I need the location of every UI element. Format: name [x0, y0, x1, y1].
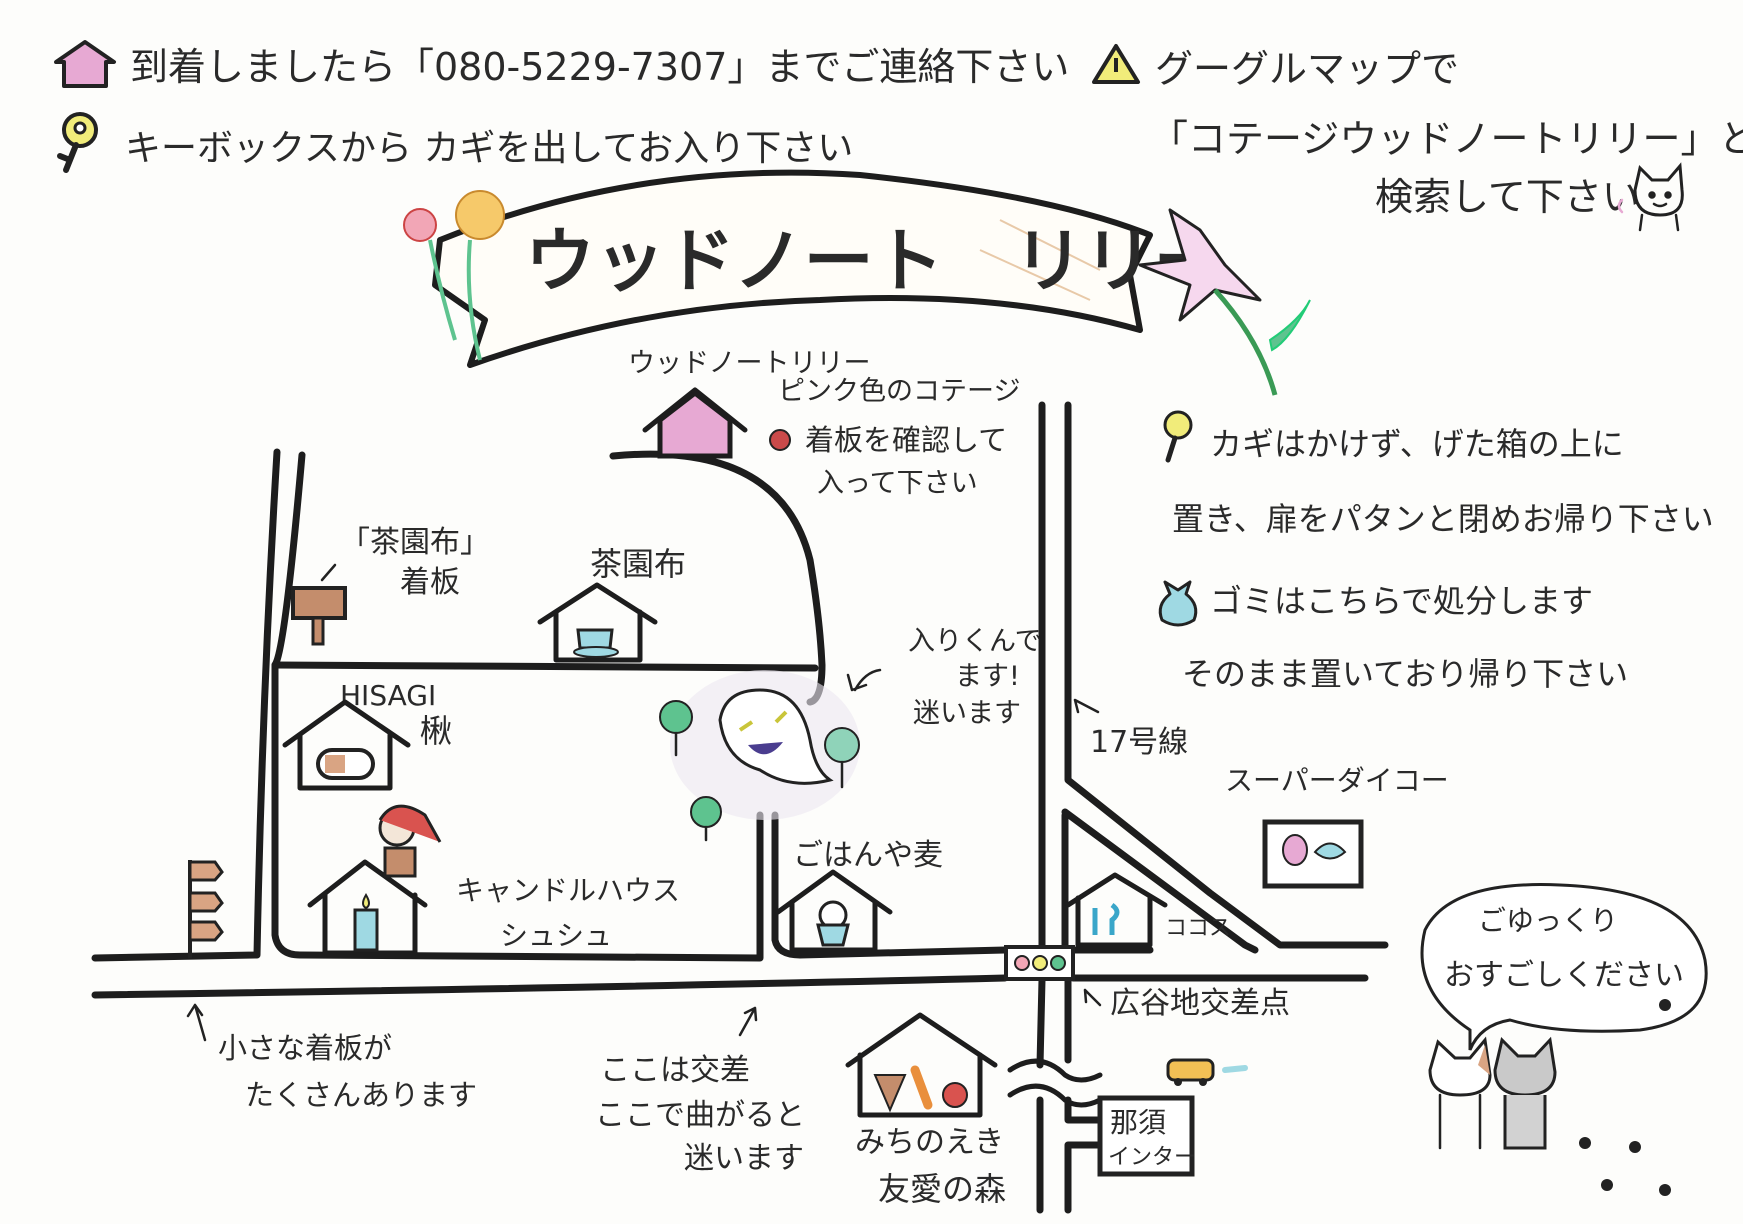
arrow-icon [1073, 698, 1100, 714]
tree-icon [659, 700, 860, 842]
cat-icon [1617, 162, 1684, 232]
wrong-turn-note-2: ここで曲がると [595, 1098, 805, 1133]
super-label: スーパーダイコー [1225, 764, 1449, 797]
candle-house-label: キャンドルハウス [456, 874, 680, 907]
cottage-note-1: ピンク色のコテージ [778, 376, 1020, 407]
supermarket-icon [1262, 819, 1364, 889]
signboard-icon [291, 563, 347, 646]
contact-note: 到着しましたら「080-5229-7307」までご連絡下さい [130, 45, 1069, 89]
cottage-note-3: 入って下さい [817, 468, 978, 499]
santa-icon [378, 804, 442, 878]
trash-note-1: ゴミはこちらで処分します [1210, 582, 1593, 620]
keybox-note: キーボックスから カギを出してお入り下さい [125, 128, 853, 169]
cottage-name: ウッドノートリリー [628, 348, 870, 379]
winding-note-2: ます! [955, 661, 1020, 692]
michinoeki-label-2: 友愛の森 [878, 1170, 1006, 1208]
arrow-icon [1083, 988, 1102, 1007]
route17-label: 17号線 [1090, 725, 1188, 760]
gohanya-house-icon [775, 869, 893, 953]
lily-icon [1138, 208, 1311, 396]
michinoeki-label: みちのえき [855, 1125, 1004, 1160]
cocos-label: ココス [1165, 916, 1231, 941]
key-return-note-1: カギはかけず、げた箱の上に [1210, 425, 1624, 463]
wrong-turn-note-3: 迷います [684, 1141, 804, 1176]
gohanya-label: ごはんや麦 [793, 838, 943, 873]
candle-house-label-2: シュシュ [500, 919, 612, 952]
candle-house-icon [307, 859, 428, 956]
chaenfu-sign-label-2: 着板 [400, 565, 460, 600]
key-icon [57, 112, 98, 173]
google-note-2: 「コテージウッドノートリリー」と [1150, 117, 1743, 161]
car-icon [1166, 1058, 1248, 1086]
nasu-ic-label: 那須 [1110, 1106, 1166, 1139]
winding-note-3: 迷います [913, 698, 1021, 729]
google-note-3: 検索して下さい [1375, 175, 1640, 219]
flowers-icon [403, 190, 505, 361]
paw-prints-icon [1579, 999, 1671, 1196]
ghost-icon [670, 670, 860, 820]
key-return-note-2: 置き、扉をパタンと閉めお帰り下さい [1172, 500, 1714, 538]
trash-bag-icon [1158, 580, 1198, 627]
title-banner [432, 169, 1153, 368]
arrow-icon [186, 1003, 207, 1042]
chaenfu-sign-label: 「茶園布」 [340, 525, 490, 560]
small-signposts-icon [188, 860, 224, 958]
roads [91, 401, 1389, 1214]
house-icon [54, 40, 116, 88]
winding-note-1: 入りくんで [908, 626, 1042, 657]
bubble-line-1: ごゆっくり [1478, 904, 1618, 937]
traffic-light-icon [1004, 945, 1075, 981]
small-signs-note-2: たくさんあります [245, 1078, 477, 1112]
cocos-house-icon [1065, 872, 1168, 948]
michinoeki-house-icon [845, 1012, 998, 1118]
hisagi-kanji: 楸 [420, 712, 452, 750]
key-icon [1163, 410, 1193, 463]
arrow-icon [846, 668, 882, 692]
cats-icon [1428, 1036, 1557, 1150]
nasu-ic-sign [1097, 1095, 1195, 1177]
speech-bubble [1420, 883, 1708, 1051]
warning-icon [1092, 44, 1140, 84]
wrong-turn-note-1: ここは交差 [600, 1053, 750, 1088]
small-signs-note-1: 小さな着板が [218, 1031, 392, 1065]
cottage-house-icon [642, 387, 748, 459]
banner-title: ウッドノート リリー [525, 220, 1224, 302]
trash-note-2: そのまま置いており帰り下さい [1182, 655, 1628, 693]
google-note-1: グーグルマップで [1155, 47, 1459, 91]
hisagi-label: HISAGI [340, 679, 436, 712]
hisagi-house-icon [282, 699, 411, 791]
cafe-house-icon [537, 582, 658, 663]
intersection-label: 広谷地交差点 [1110, 986, 1290, 1021]
nasu-ic-label-2: インター [1108, 1145, 1196, 1170]
chaenfu-label: 茶園布 [590, 545, 686, 583]
flower-icon [769, 429, 791, 451]
arrow-icon [738, 1006, 758, 1037]
cottage-note-2: 着板を確認して [805, 423, 1007, 457]
bubble-line-2: おすごしください [1444, 958, 1684, 993]
